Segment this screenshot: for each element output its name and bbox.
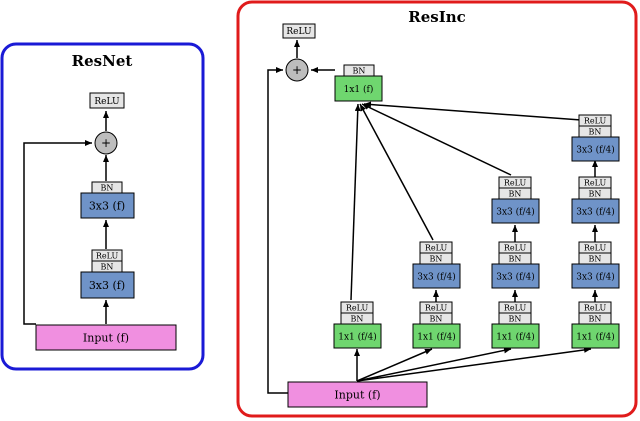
resinc-conv-mid-label: 3x3 (f/4) <box>496 272 535 283</box>
resinc-relu-label: ReLU <box>286 27 312 37</box>
resinc-conv-mid-label: 3x3 (f/4) <box>576 145 615 156</box>
resinc-conv-branch-box <box>491 323 540 349</box>
resinc-conv-mid-box <box>412 263 461 289</box>
resinc-arrow <box>350 103 361 301</box>
resinc-bn-label: BN <box>589 128 602 137</box>
resinc-relu-label: ReLU <box>584 304 607 313</box>
resinc-input-box <box>287 381 428 408</box>
resinc-panel: ResInc ReLU + BN 1x1 (f) <box>236 0 638 418</box>
resnet-conv-box <box>80 192 135 219</box>
resinc-skip-connection <box>267 67 288 394</box>
resinc-relu-label: ReLU <box>425 304 448 313</box>
resinc-conv-mid-label: 3x3 (f/4) <box>417 272 456 283</box>
resinc-bn-label: BN <box>430 255 443 264</box>
resinc-arrow <box>363 101 582 121</box>
resinc-relu-label: ReLU <box>504 179 527 188</box>
resnet-conv-label: 3x3 (f) <box>89 279 125 292</box>
resnet-conv-box <box>80 271 135 299</box>
resinc-bn-label: BN <box>589 190 602 199</box>
resinc-conv-mid-box <box>491 263 540 289</box>
resinc-plus-label: + <box>292 63 302 77</box>
resinc-conv-branch-box <box>412 323 461 349</box>
resinc-input-label: Input (f) <box>334 389 380 402</box>
resnet-input-label: Input (f) <box>83 332 129 345</box>
resinc-conv-mid-label: 3x3 (f/4) <box>496 207 535 218</box>
resinc-bn-label: BN <box>351 315 364 324</box>
resnet-plus-node <box>94 131 118 155</box>
resnet-conv-label: 3x3 (f) <box>89 200 125 213</box>
resinc-conv-mid-label: 3x3 (f/4) <box>576 272 615 283</box>
resinc-relu-box <box>282 23 316 39</box>
resinc-conv-mid-box <box>491 198 540 224</box>
resinc-conv-branch-label: 1x1 (f/4) <box>576 332 615 343</box>
resinc-conv-mid-box <box>571 198 620 224</box>
resinc-conv-mid-box <box>571 136 620 162</box>
resinc-conv-out-label: 1x1 (f) <box>344 84 374 95</box>
resinc-conv-branch-label: 1x1 (f/4) <box>338 332 377 343</box>
resinc-arrow <box>356 348 433 382</box>
resinc-bn-label: BN <box>353 67 366 76</box>
resnet-bn-label: BN <box>101 184 114 193</box>
resinc-bn-label: BN <box>589 315 602 324</box>
resnet-relu-label: ReLU <box>96 252 119 261</box>
resinc-conv-mid-label: 3x3 (f/4) <box>576 207 615 218</box>
resnet-bn-label: BN <box>101 263 114 272</box>
resinc-conv-branch-box <box>571 323 620 349</box>
resinc-bn-label: BN <box>509 255 522 264</box>
resinc-conv-branch-label: 1x1 (f/4) <box>496 332 535 343</box>
resinc-bn-label: BN <box>509 315 522 324</box>
resinc-conv-out-box <box>334 75 383 102</box>
resinc-relu-label: ReLU <box>346 304 369 313</box>
resinc-bn-label: BN <box>589 255 602 264</box>
resinc-border <box>236 0 638 418</box>
resinc-bn-label: BN <box>509 190 522 199</box>
resnet-plus-label: + <box>101 136 111 150</box>
resinc-relu-label: ReLU <box>584 179 607 188</box>
resinc-relu-label: ReLU <box>504 304 527 313</box>
resnet-input-box <box>35 324 177 351</box>
resinc-conv-branch-label: 1x1 (f/4) <box>417 332 456 343</box>
resinc-arrow <box>356 346 592 382</box>
resinc-title: ResInc <box>408 8 466 26</box>
resnet-title: ResNet <box>72 52 133 70</box>
resinc-conv-branch-box <box>333 323 382 349</box>
resinc-relu-label: ReLU <box>425 244 448 253</box>
resinc-arrow <box>359 103 434 241</box>
resinc-arrow <box>356 347 512 382</box>
resinc-conv-mid-box <box>571 263 620 289</box>
resinc-relu-label: ReLU <box>584 244 607 253</box>
resnet-relu-box <box>89 92 125 109</box>
resnet-panel: ResNet ReLU + BN 3x3 (f) ReLU BN 3x3 (f)… <box>0 42 205 371</box>
resinc-bn-label: BN <box>430 315 443 324</box>
resinc-relu-label: ReLU <box>584 117 607 126</box>
resinc-arrow <box>361 103 512 176</box>
resnet-relu-label: ReLU <box>94 97 120 107</box>
resinc-relu-label: ReLU <box>504 244 527 253</box>
resinc-plus-node <box>285 58 309 82</box>
resnet-skip-connection <box>23 140 92 325</box>
